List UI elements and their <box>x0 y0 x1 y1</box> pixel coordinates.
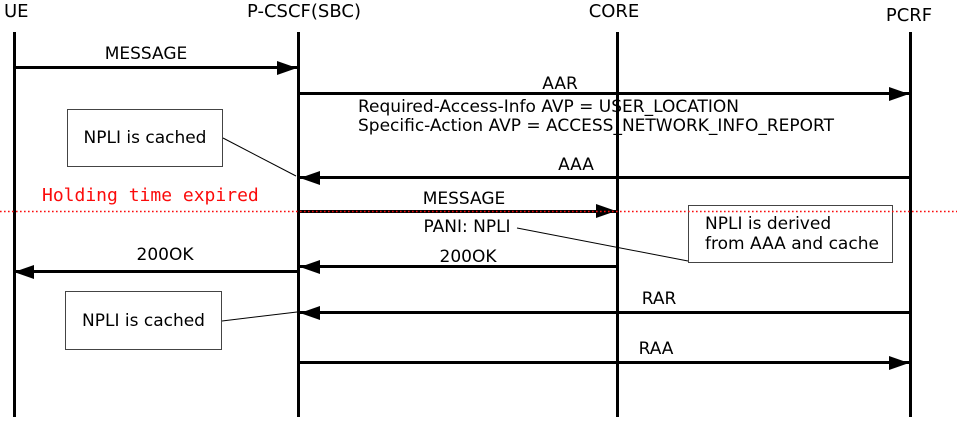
message-label: MESSAGE <box>422 189 506 209</box>
lifeline-core <box>616 32 619 417</box>
message-label: AAR <box>542 74 578 94</box>
lifeline-ue <box>13 32 16 417</box>
arrow-head-right-icon <box>889 356 909 370</box>
note-text: NPLI is cached <box>83 128 207 148</box>
lifeline-pcscf-sbc <box>297 32 300 417</box>
arrow-line <box>300 176 910 179</box>
message-label: AAA <box>558 155 594 175</box>
note-npli-cached-top: NPLI is cached <box>67 109 223 167</box>
message-label: MESSAGE <box>104 44 188 64</box>
message-detail-line-1: Required-Access-Info AVP = USER_LOCATION <box>358 97 740 117</box>
message-detail-line-2: Specific-Action AVP = ACCESS_NETWORK_INF… <box>358 116 834 136</box>
actor-label-pcscf-sbc: P-CSCF(SBC) <box>247 1 361 22</box>
arrow-line <box>298 210 616 213</box>
arrow-line <box>14 270 297 273</box>
note-pointer-line <box>221 311 298 322</box>
arrow-line <box>14 66 298 69</box>
arrow-head-right-icon <box>596 204 616 218</box>
note-text-line-2: from AAA and cache <box>705 234 879 254</box>
note-pointer-line <box>222 137 297 177</box>
actor-label-ue: UE <box>4 1 29 22</box>
note-text: NPLI is cached <box>82 310 205 331</box>
arrow-line <box>300 265 616 268</box>
arrow-head-left-icon <box>14 265 34 279</box>
note-pointer-line <box>516 227 689 262</box>
message-label: RAA <box>638 339 674 359</box>
arrow-head-left-icon <box>300 171 320 185</box>
message-sublabel: PANI: NPLI <box>423 217 511 237</box>
arrow-head-left-icon <box>300 306 320 320</box>
actor-label-core: CORE <box>588 1 640 22</box>
arrow-line <box>298 92 909 95</box>
arrow-head-right-icon <box>277 61 297 75</box>
note-npli-cached-bottom: NPLI is cached <box>65 291 222 350</box>
message-label: 200OK <box>439 247 497 267</box>
arrow-line <box>298 361 909 364</box>
message-label: RAR <box>641 289 677 309</box>
divider-label: Holding time expired <box>42 185 259 206</box>
note-npli-derived: NPLI is derived from AAA and cache <box>688 205 893 263</box>
arrow-head-left-icon <box>300 260 320 274</box>
arrow-head-right-icon <box>889 87 909 101</box>
note-text-line-1: NPLI is derived <box>705 214 832 234</box>
actor-label-pcrf: PCRF <box>885 5 933 26</box>
arrow-line <box>300 311 909 314</box>
lifeline-pcrf <box>909 32 912 417</box>
message-label: 200OK <box>136 245 194 265</box>
